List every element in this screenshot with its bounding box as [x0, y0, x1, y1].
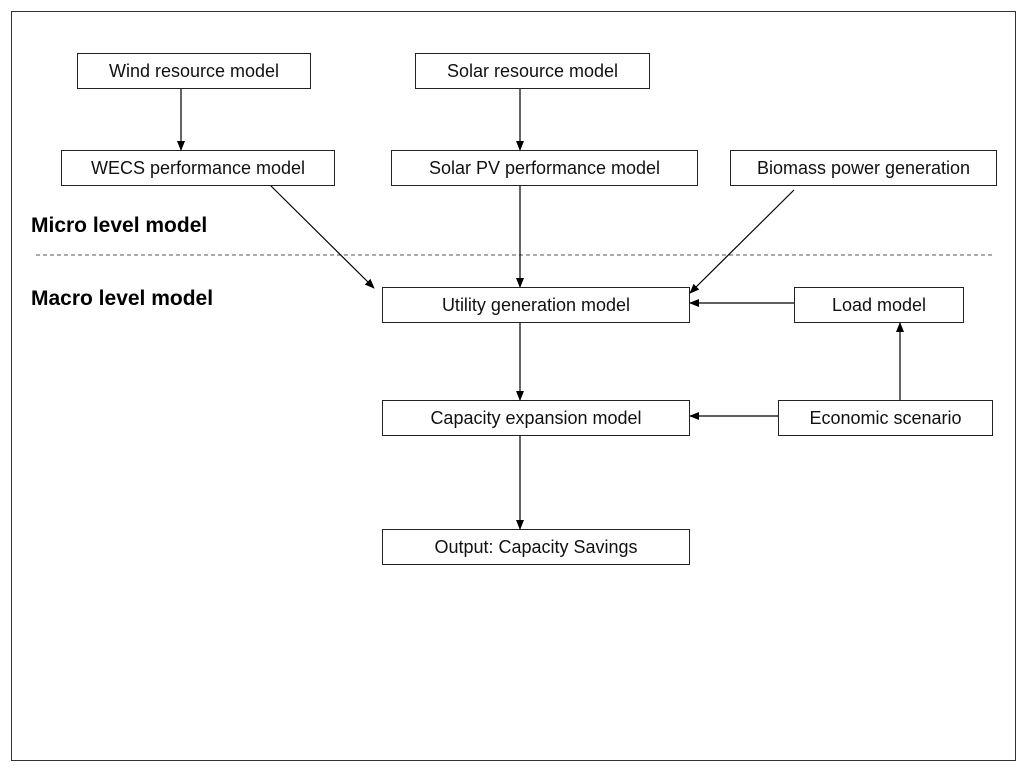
diagram-frame — [11, 11, 1016, 761]
solar-resource-node: Solar resource model — [415, 53, 650, 89]
load-model-node: Load model — [794, 287, 964, 323]
edge-wecs-to-utility — [270, 185, 375, 289]
economic-scenario-node: Economic scenario — [778, 400, 993, 436]
output-capacity-savings-node: Output: Capacity Savings — [382, 529, 690, 565]
edge-biomass-to-utility — [689, 189, 795, 294]
solar-pv-performance-node: Solar PV performance model — [391, 150, 698, 186]
capacity-expansion-node: Capacity expansion model — [382, 400, 690, 436]
macro-level-label: Macro level model — [31, 287, 214, 310]
micro-level-label: Micro level model — [31, 214, 208, 237]
wind-resource-node: Wind resource model — [77, 53, 311, 89]
biomass-generation-node: Biomass power generation — [730, 150, 997, 186]
wecs-performance-node: WECS performance model — [61, 150, 335, 186]
utility-generation-node: Utility generation model — [382, 287, 690, 323]
